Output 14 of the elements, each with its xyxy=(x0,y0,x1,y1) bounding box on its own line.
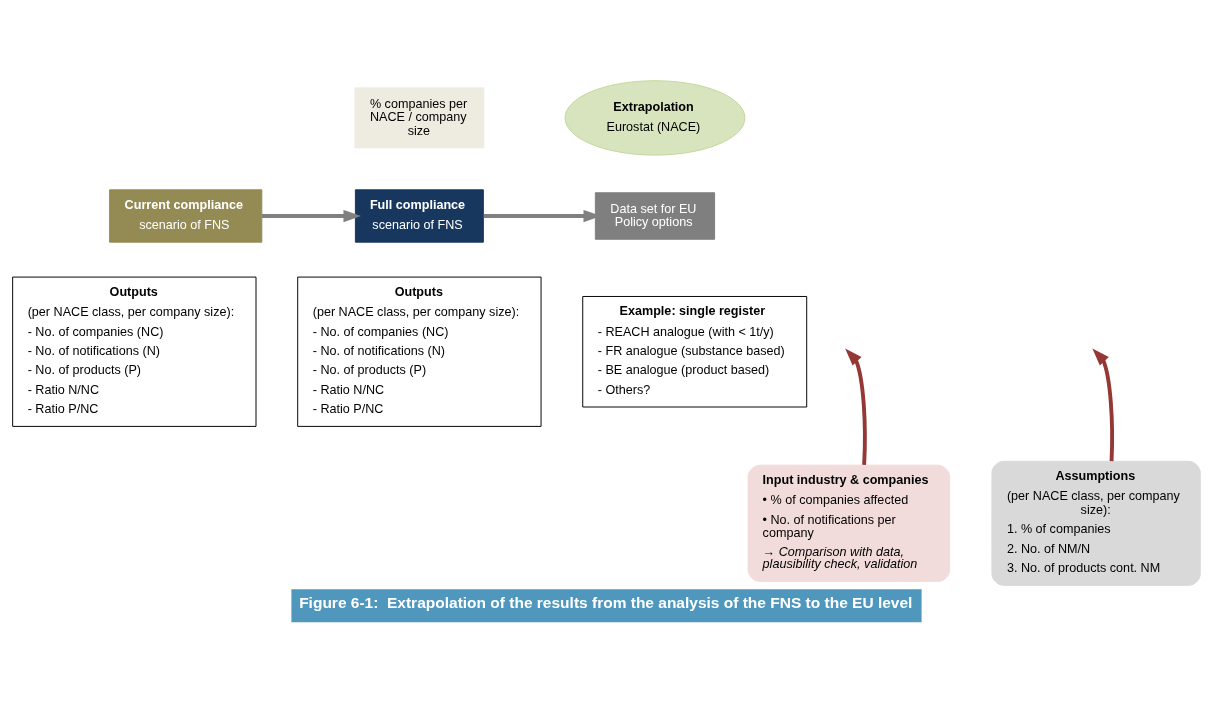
node-box: Outputs (per NACE class, per company size): - No. of companies (NC) - No. of notifications (N) - No. of products (P) - Ratio N/NC - Ratio P/NC xyxy=(297,276,542,427)
arrow xyxy=(1092,347,1115,461)
node-box: Data set for EU Policy options xyxy=(594,191,716,240)
caption: Figure 6-1: Extrapolation of the results from the analysis of the FNS to the EU level xyxy=(299,593,913,611)
node-box: Input industry & companies • % of companies affected • No. of notifications per company → Comparison with data, plausibility check, validation xyxy=(747,464,951,582)
node-box: Assumptions (per NACE class, per company size): 1. % of companies 2. No. of NM/N 3. No. of products cont. NM xyxy=(991,460,1201,586)
node-box: Full compliance scenario of FNS xyxy=(354,188,484,243)
node-box: Example: single register - REACH analogue (with < 1t/y) - FR analogue (substance based) - BE analogue (product based) - Others? xyxy=(582,295,808,407)
node-box: % companies per NACE / company size xyxy=(354,86,485,148)
node-ellipse: Extrapolation Eurostat (NACE) xyxy=(564,79,746,156)
arrow xyxy=(845,347,867,465)
node-box: Outputs (per NACE class, per company size): - No. of companies (NC) - No. of notifications (N) - No. of products (P) - Ratio N/NC - Ratio P/NC xyxy=(12,276,257,427)
node-box: Current compliance scenario of FNS xyxy=(109,188,263,243)
arrow xyxy=(261,209,361,222)
